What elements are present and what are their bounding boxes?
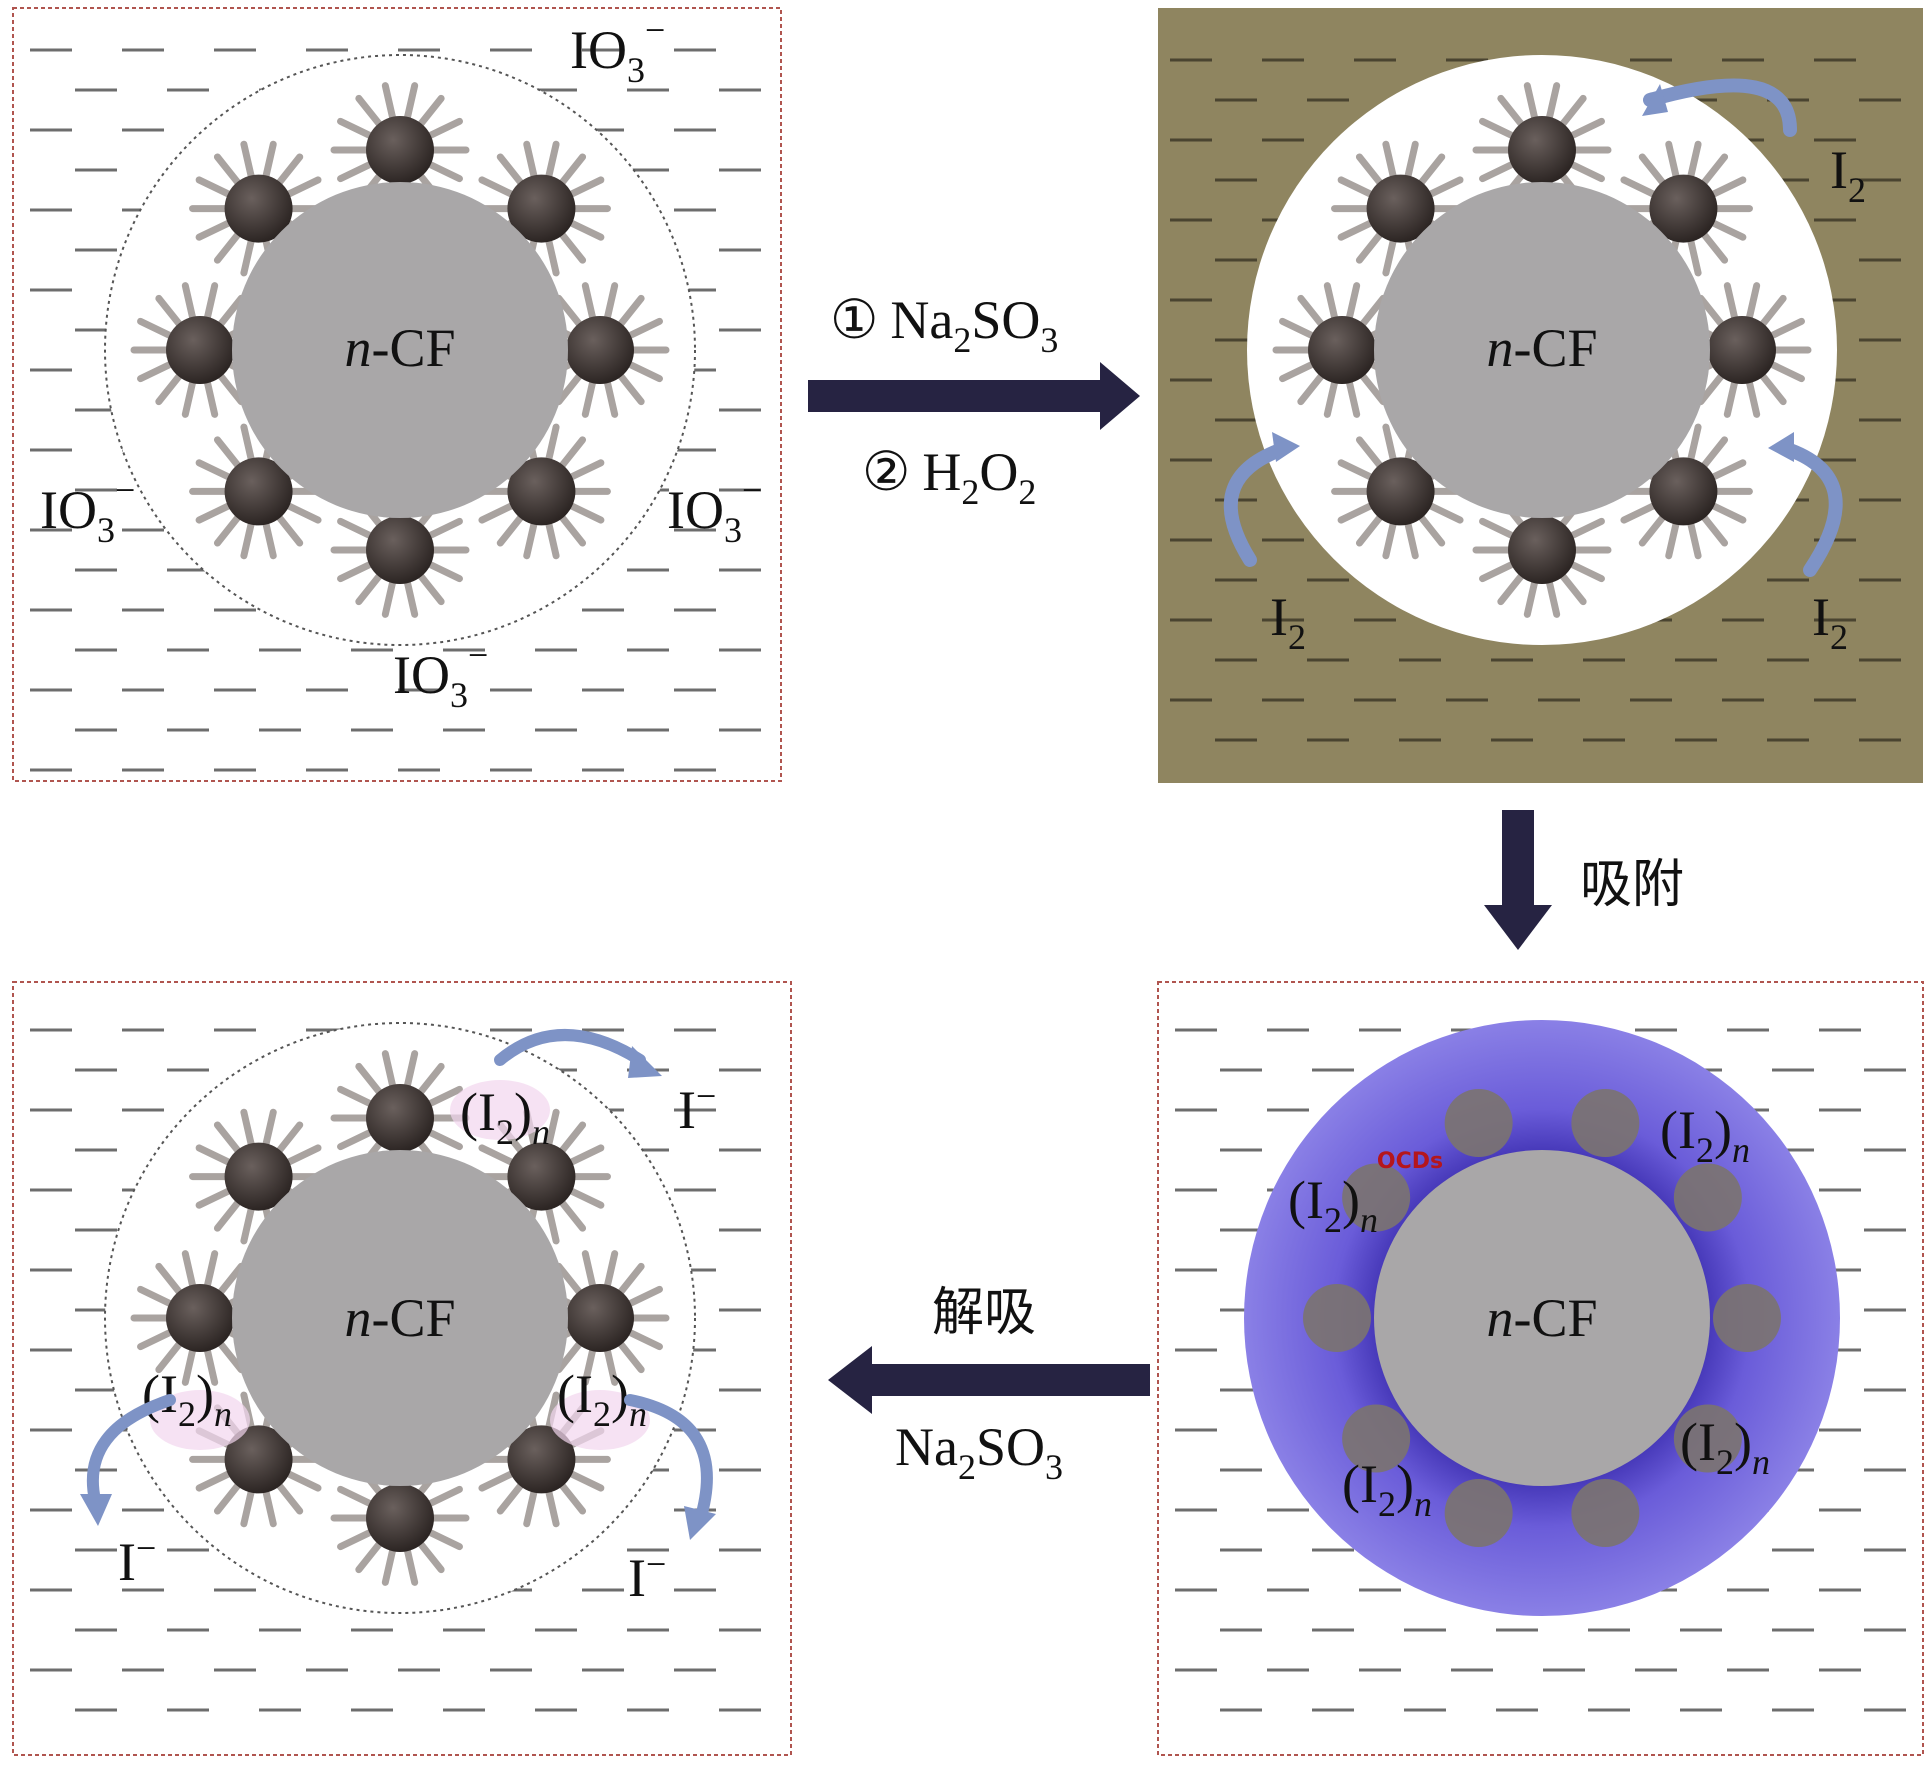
ocd-nanoparticle [1342,1404,1411,1473]
ocd-nanoparticle [507,457,576,526]
ocd-nanoparticle [224,174,293,243]
fiber-core [232,182,568,518]
iodine-cluster-label: (I2)n [1288,1170,1378,1240]
core-label: n-CF [1486,1288,1597,1348]
iodine-cluster-label: (I2)n [1342,1454,1432,1524]
ocd-nanoparticle [366,516,434,584]
ocd-nanoparticle [1673,1163,1742,1232]
iodine-curved-arrow-head [1642,84,1668,116]
ocd-nanoparticle [1444,1089,1513,1158]
ocd-nanoparticle [1571,1089,1640,1158]
ocd-ligands [471,140,611,277]
panel-iodate-solution: n-CF IO3− IO3− IO3− IO3− [12,7,782,782]
core-label: n-CF [344,318,455,378]
ocd-label: OCDs [1377,1149,1443,1174]
iodine-cluster-label: (I2)n [1680,1412,1770,1482]
ocd-nanoparticle [566,1284,634,1352]
ocd-nanoparticle [1673,1404,1742,1473]
iodine-curved-arrow [1643,78,1797,137]
ocd-nanoparticle [507,174,576,243]
ocd-nanoparticle [507,1425,576,1494]
panel-adsorbed: n-CF OCDs (I2)n (I2)n (I2)n (I2)n [1157,981,1924,1756]
iodine-cluster-label: (I2)n [460,1082,550,1152]
iodine-cluster-label: (I2)n [142,1364,232,1434]
ocd-nanoparticle [166,1284,234,1352]
iodate-ion-label: IO3− [40,470,135,550]
iodate-ion-label: IO3− [667,470,762,550]
iodide-release-arrow [86,1394,176,1506]
desorption-label: 解吸 [932,1283,1036,1343]
ocd-nanoparticle [366,1484,434,1552]
ocd-nanoparticle [224,457,293,526]
iodine-curved-arrow-head [1272,432,1300,462]
ocd-nanoparticle [1713,1284,1781,1352]
ocd-nanoparticle [566,316,634,384]
ocd-nanoparticle [166,316,234,384]
iodide-label: I− [678,1076,716,1140]
fiber-core [232,1150,568,1486]
ocd-nanoparticle [1308,316,1376,384]
ocd-nanoparticle [1444,1478,1513,1547]
iodine-label: I2 [1830,140,1866,210]
iodide-release-arrow-head [80,1494,112,1526]
iodine-label: I2 [1812,587,1848,657]
core-label: n-CF [1486,318,1597,378]
iodine-curved-arrow [1223,443,1287,567]
core-label: n-CF [344,1288,455,1348]
adsorption-step-arrow: 吸附 [1484,810,1684,950]
panel-iodine-solution: n-CF I2 I2 I2 [1158,8,1923,783]
iodide-release-arrow-head [684,1506,716,1540]
ocd-ligands [330,1050,470,1186]
residual-iodine-patch [450,1080,550,1140]
iodine-cluster-label: (I2)n [1660,1100,1750,1170]
residual-iodine-patch [550,1390,650,1450]
iodine-curved-arrow-head [1768,432,1794,462]
iodide-label: I− [118,1528,156,1592]
ocd-nanoparticle [1649,457,1718,526]
ocd-nanoparticle [1649,174,1718,243]
panel-3-ocd-ring [1303,1089,1781,1547]
ocd-nanoparticle [1366,457,1435,526]
fiber-core [1374,182,1710,518]
ocd-nanoparticle [1508,116,1576,184]
iodate-ion-label: IO3− [570,10,665,90]
ocd-nanoparticle [1303,1284,1371,1352]
fiber-core [1374,1150,1710,1486]
ocd-nanoparticle [366,116,434,184]
ocd-nanoparticle [224,1142,293,1211]
iodide-release-arrow [624,1394,713,1526]
desorption-step-arrow: 解吸 Na2SO3 [828,1283,1150,1487]
iodide-label: I− [628,1544,666,1608]
ocd-nanoparticle [1708,316,1776,384]
panel-desorbed: n-CF (I2)n (I2)n (I2)n I− I− I− [12,981,792,1756]
ocd-nanoparticle [1571,1478,1640,1547]
iodine-curved-arrow [1783,443,1843,577]
residual-iodine-patch [150,1390,250,1450]
ocd-nanoparticle [1342,1163,1411,1232]
ocd-nanoparticle [366,1084,434,1152]
ocd-nanoparticle [507,1142,576,1211]
iodide-release-arrow-head [628,1046,662,1078]
ocd-nanoparticle [1366,174,1435,243]
adsorption-label: 吸附 [1580,855,1684,915]
ocd-nanoparticle [224,1425,293,1494]
iodine-label: I2 [1270,587,1306,657]
desorption-reagent: Na2SO3 [895,1417,1063,1487]
ocd-nanoparticle [1508,516,1576,584]
iodate-ion-label: IO3− [393,635,488,715]
iodide-release-arrow [494,1029,646,1066]
iodine-cluster-label: (I2)n [557,1364,647,1434]
